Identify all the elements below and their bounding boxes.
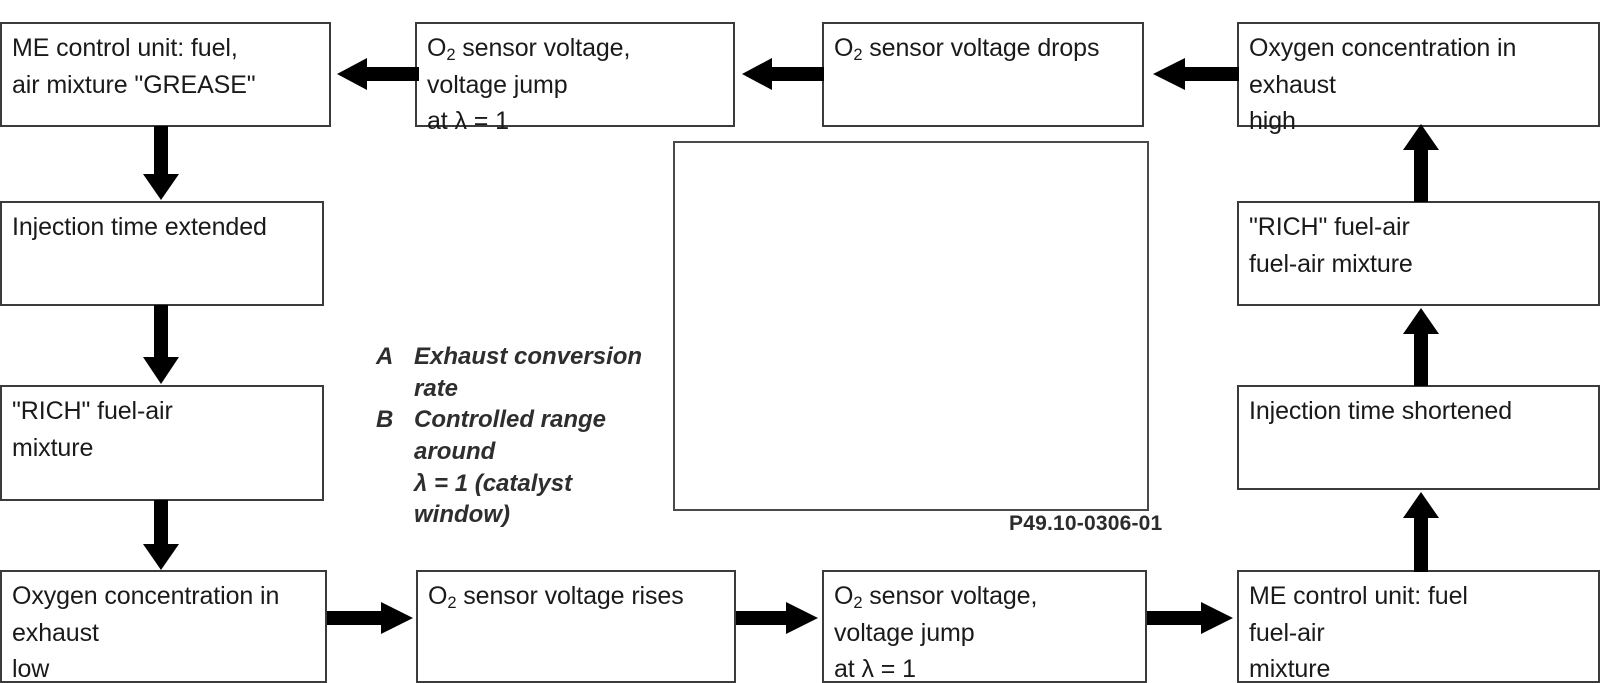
node-o2-sensor-voltage-rises: O2 sensor voltage rises bbox=[416, 570, 736, 683]
legend-item-b: B Controlled range around λ = 1 (catalys… bbox=[376, 404, 656, 531]
legend-item-a: A Exhaust conversion rate bbox=[376, 341, 656, 404]
arrow-right-bottom-2 bbox=[736, 594, 824, 642]
node-line: O2 sensor voltage, bbox=[427, 34, 631, 64]
node-line: exhaust bbox=[1249, 70, 1336, 99]
arrow-up-right-3 bbox=[1396, 122, 1446, 202]
node-oxygen-concentration-low: Oxygen concentration in exhaust low bbox=[0, 570, 327, 683]
legend-text-b: Controlled range around λ = 1 (catalyst … bbox=[414, 404, 606, 531]
node-line: O2 sensor voltage, bbox=[834, 582, 1038, 612]
node-line: voltage jump bbox=[427, 70, 568, 99]
node-line: O2 sensor voltage rises bbox=[428, 582, 684, 612]
node-rich-fuel-air-mixture-right: "RICH" fuel-air fuel-air mixture bbox=[1237, 201, 1600, 306]
node-o2-sensor-voltage-jump-bottom: O2 sensor voltage, voltage jump at λ = 1 bbox=[822, 570, 1147, 683]
legend-key-a: A bbox=[376, 343, 394, 370]
node-line: Injection time extended bbox=[12, 213, 267, 241]
legend-text-a: Exhaust conversion rate bbox=[414, 341, 642, 404]
arrow-down-left-1 bbox=[136, 126, 186, 204]
node-line: at λ = 1 bbox=[427, 107, 509, 135]
legend-line: rate bbox=[414, 374, 459, 402]
reference-code: P49.10-0306-01 bbox=[1009, 512, 1163, 535]
legend-line: around bbox=[414, 438, 496, 466]
node-oxygen-concentration-high: Oxygen concentration in exhaust high bbox=[1237, 22, 1600, 135]
legend-key-b: B bbox=[376, 406, 394, 434]
arrow-down-left-3 bbox=[136, 500, 186, 572]
arrow-right-bottom-1 bbox=[327, 594, 419, 642]
node-me-control-unit-grease: ME control unit: fuel, air mixture "GREA… bbox=[0, 22, 331, 127]
node-line: voltage jump bbox=[834, 618, 975, 647]
arrow-left-top-1 bbox=[331, 50, 419, 98]
node-line: low bbox=[12, 655, 50, 683]
node-line: exhaust bbox=[12, 618, 99, 647]
node-line: ME control unit: fuel bbox=[1249, 582, 1468, 610]
node-o2-sensor-voltage-jump-top: O2 sensor voltage, voltage jump at λ = 1 bbox=[415, 22, 735, 135]
node-line: mixture bbox=[1249, 655, 1331, 683]
node-line: ME control unit: fuel, bbox=[12, 34, 238, 62]
node-line: mixture bbox=[12, 433, 94, 462]
arrow-down-left-2 bbox=[136, 305, 186, 387]
legend-line: Exhaust conversion bbox=[414, 343, 643, 370]
node-line: air mixture "GREASE" bbox=[12, 70, 256, 99]
node-line: "RICH" fuel-air bbox=[12, 397, 173, 425]
node-line: fuel-air bbox=[1249, 618, 1325, 647]
node-injection-time-extended: Injection time extended bbox=[0, 201, 324, 306]
node-rich-fuel-air-mixture-left: "RICH" fuel-air mixture bbox=[0, 385, 324, 501]
node-line: fuel-air mixture bbox=[1249, 249, 1413, 278]
arrow-up-right-2 bbox=[1396, 306, 1446, 386]
node-o2-sensor-voltage-drops: O2 sensor voltage drops bbox=[822, 22, 1144, 127]
arrow-left-top-3 bbox=[1147, 50, 1239, 98]
arrow-up-right-1 bbox=[1396, 490, 1446, 572]
arrow-right-bottom-3 bbox=[1147, 594, 1239, 642]
legend-line: Controlled range bbox=[414, 406, 607, 434]
arrow-left-top-2 bbox=[736, 50, 824, 98]
legend-line: window) bbox=[414, 501, 510, 529]
node-line: Injection time shortened bbox=[1249, 397, 1513, 425]
node-injection-time-shortened: Injection time shortened bbox=[1237, 385, 1600, 490]
node-me-control-unit-fuel-air: ME control unit: fuel fuel-air mixture bbox=[1237, 570, 1600, 683]
legend-line: λ = 1 (catalyst bbox=[414, 469, 573, 497]
node-line: "RICH" fuel-air bbox=[1249, 213, 1410, 241]
legend: A Exhaust conversion rate B Controlled r… bbox=[376, 341, 656, 531]
node-line: high bbox=[1249, 107, 1296, 135]
node-line: Oxygen concentration in bbox=[1249, 34, 1517, 62]
node-line: Oxygen concentration in bbox=[12, 582, 280, 610]
node-line: at λ = 1 bbox=[834, 655, 916, 683]
node-line: O2 sensor voltage drops bbox=[834, 34, 1100, 64]
chart-placeholder-frame bbox=[673, 141, 1149, 511]
